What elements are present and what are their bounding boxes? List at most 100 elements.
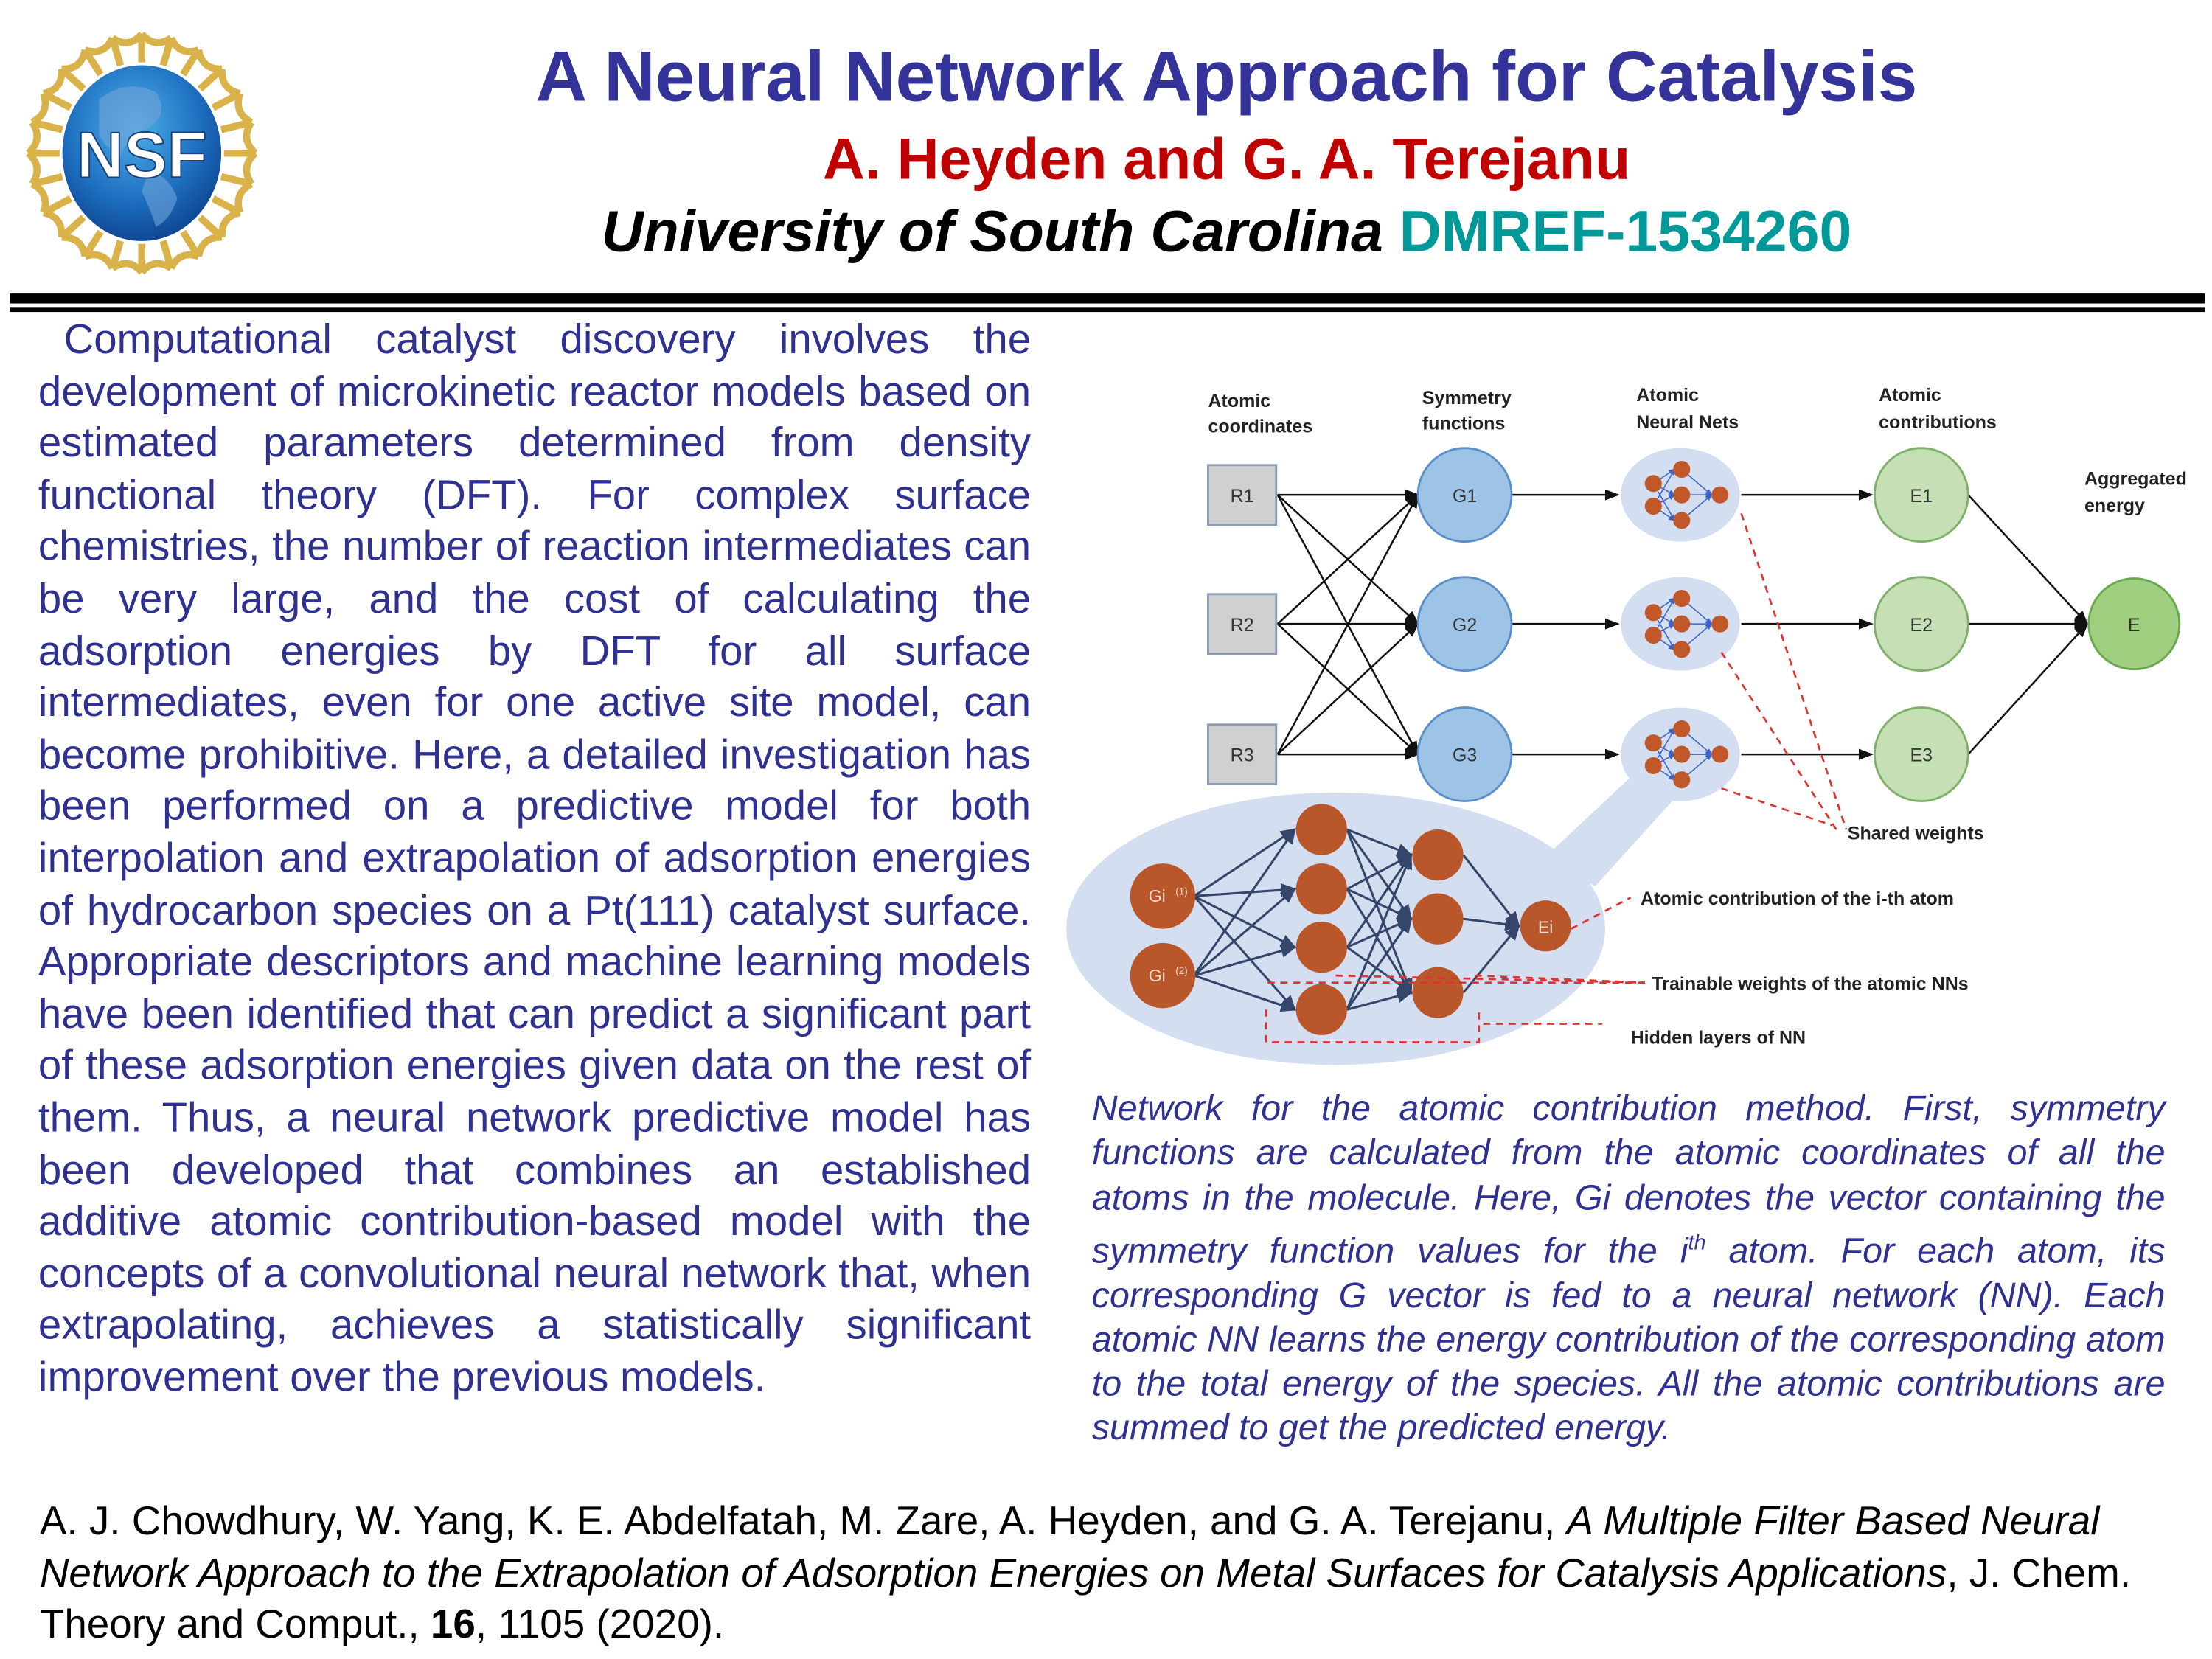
symmetry-label: G2 — [1453, 615, 1477, 636]
reference-authors: A. J. Chowdhury, W. Yang, K. E. Abdelfat… — [39, 1498, 1567, 1545]
label-hidden-layers: Hidden layers of NN — [1631, 1027, 1806, 1048]
detail-edge — [1346, 829, 1413, 921]
detail-edge — [1462, 854, 1520, 928]
logo-ray — [31, 173, 63, 188]
mini-neuron — [1711, 486, 1729, 504]
contribution-node — [1873, 447, 1969, 543]
logo-ray — [211, 90, 242, 111]
caption-text-1: Network for the atomic contribution meth… — [1091, 1088, 2166, 1271]
edge-r-to-g — [1276, 493, 1419, 625]
contribution-node — [1873, 706, 1969, 802]
detail-output-neuron — [1520, 900, 1571, 952]
mini-neuron — [1673, 615, 1691, 633]
symmetry-node — [1416, 576, 1513, 672]
label-atomic-contribution: Atomic contribution of the i-th atom — [1641, 888, 1954, 909]
detail-edge — [1192, 827, 1296, 976]
zoom-connector — [1543, 776, 1677, 886]
contribution-node — [1873, 576, 1969, 672]
input-label: R3 — [1231, 745, 1254, 766]
input-box — [1207, 593, 1278, 655]
caption-text-2: atom. For each atom, its corresponding G… — [1091, 1231, 2166, 1449]
detail-edge — [1346, 946, 1413, 994]
mini-neuron — [1673, 486, 1691, 504]
detail-edge — [1193, 828, 1297, 897]
mini-neuron — [1644, 498, 1662, 515]
hidden-neuron — [1295, 863, 1347, 915]
total-energy-label: E — [2128, 615, 2140, 636]
header-rule-thin — [10, 307, 2205, 313]
detail-input-neuron — [1130, 942, 1196, 1009]
detail-edge — [1346, 888, 1413, 920]
header-atomic-coordinates-2: coordinates — [1208, 417, 1312, 437]
header-symmetry-2: functions — [1422, 414, 1506, 434]
detail-edge — [1346, 852, 1412, 1010]
detail-edge — [1346, 990, 1413, 1011]
header-contributions: Atomic — [1879, 385, 1941, 406]
detail-edge — [1194, 883, 1297, 897]
detail-input-neuron — [1130, 863, 1196, 929]
mini-neuron — [1673, 771, 1691, 789]
detail-edge — [1193, 974, 1297, 1012]
mini-neuron — [1711, 745, 1729, 763]
logo-ray — [220, 173, 253, 188]
symmetry-node — [1416, 706, 1513, 802]
detail-edge — [1346, 917, 1413, 1011]
mini-neuron — [1644, 757, 1662, 775]
hidden-neuron — [1295, 922, 1347, 973]
label-trainable-weights: Trainable weights of the atomic NNs — [1652, 973, 1968, 994]
input-label: R2 — [1231, 615, 1254, 636]
logo-ray — [59, 215, 86, 240]
detail-edge — [1193, 944, 1297, 977]
input-label: R1 — [1231, 486, 1254, 507]
symmetry-label: G3 — [1453, 745, 1477, 766]
mini-neuron — [1673, 641, 1691, 658]
hidden-neuron — [1412, 830, 1464, 881]
contribution-label: E3 — [1910, 745, 1933, 766]
hidden-neuron — [1295, 804, 1347, 855]
reference-volume: 16 — [430, 1602, 476, 1649]
label-shared-weights: Shared weights — [1848, 823, 1984, 844]
input-box — [1207, 723, 1278, 785]
detail-input-superscript: (2) — [1175, 965, 1187, 976]
logo-ray — [31, 119, 63, 133]
mini-neuron — [1711, 615, 1729, 633]
detail-edge — [1346, 829, 1413, 995]
mini-neuron — [1673, 745, 1691, 763]
header-neural-nets-2: Neural Nets — [1636, 412, 1739, 433]
total-energy-node — [2087, 577, 2181, 671]
reference-title: A Multiple Filter Based Neural Network A… — [39, 1498, 2100, 1596]
logo-ray — [41, 195, 72, 216]
detail-edge — [1193, 895, 1296, 1012]
symmetry-node — [1416, 447, 1513, 543]
detail-edge — [1346, 828, 1413, 857]
logo-arc — [243, 120, 258, 156]
body-paragraph: Computational catalyst discovery involve… — [38, 316, 1032, 1401]
detail-output-label: Ei — [1538, 917, 1554, 936]
figure-caption: Network for the atomic contribution meth… — [1092, 1088, 2166, 1452]
reference-journal: , J. Chem. Theory and Comput., — [39, 1551, 2132, 1649]
header-rule-thick — [10, 293, 2205, 304]
caption-superscript: th — [1688, 1231, 1706, 1255]
header-symmetry: Symmetry — [1422, 388, 1512, 408]
mini-neuron — [1644, 734, 1662, 752]
input-box — [1207, 464, 1278, 526]
hidden-neuron — [1295, 984, 1347, 1035]
annotation-lines — [1265, 512, 1848, 1043]
affiliation-line: University of South Carolina DMREF-15342… — [425, 195, 2028, 266]
detail-input-superscript: (1) — [1175, 886, 1187, 897]
mini-neuron — [1673, 461, 1691, 479]
header-contributions-2: contributions — [1879, 412, 1997, 433]
logo-ray — [220, 119, 253, 133]
grant-number: DMREF-1534260 — [1399, 198, 1852, 264]
logo-ray — [197, 66, 225, 92]
edge-e-to-total — [1967, 494, 2089, 626]
nsf-logo: NSF — [26, 31, 258, 275]
hidden-neuron — [1412, 893, 1464, 945]
symmetry-label: G1 — [1453, 486, 1477, 507]
edge-r-to-g — [1276, 493, 1419, 755]
detail-edge — [1346, 888, 1413, 995]
contribution-label: E2 — [1910, 615, 1933, 636]
mini-neuron — [1644, 604, 1662, 622]
detail-input-label: Gi — [1149, 966, 1166, 985]
